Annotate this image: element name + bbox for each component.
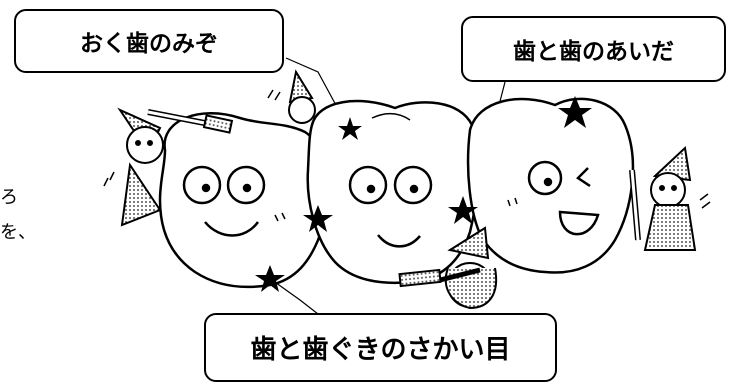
tooth-left: [158, 112, 329, 289]
star-icon: [338, 117, 362, 140]
tooth-middle: [306, 99, 480, 285]
callout-between-teeth: 歯と歯のあいだ: [461, 16, 726, 82]
star-icon: [255, 265, 285, 292]
cut-text-line1: ろ: [0, 187, 18, 208]
callout-back-tooth-groove: おく歯のみぞ: [14, 9, 284, 73]
star-icon: [448, 196, 478, 224]
gnome-bottom: [398, 226, 498, 310]
tooth-right: [466, 97, 635, 274]
star-icon: [558, 96, 592, 128]
gnome-left: [103, 107, 234, 227]
gnome-top: [267, 69, 316, 124]
cut-text-line2: を、: [0, 222, 36, 243]
star-icon: [303, 205, 333, 232]
callout-tooth-gum-border: 歯と歯ぐきのさかい目: [204, 313, 557, 382]
star-icons: [255, 96, 592, 292]
gnome-right: [629, 145, 711, 251]
